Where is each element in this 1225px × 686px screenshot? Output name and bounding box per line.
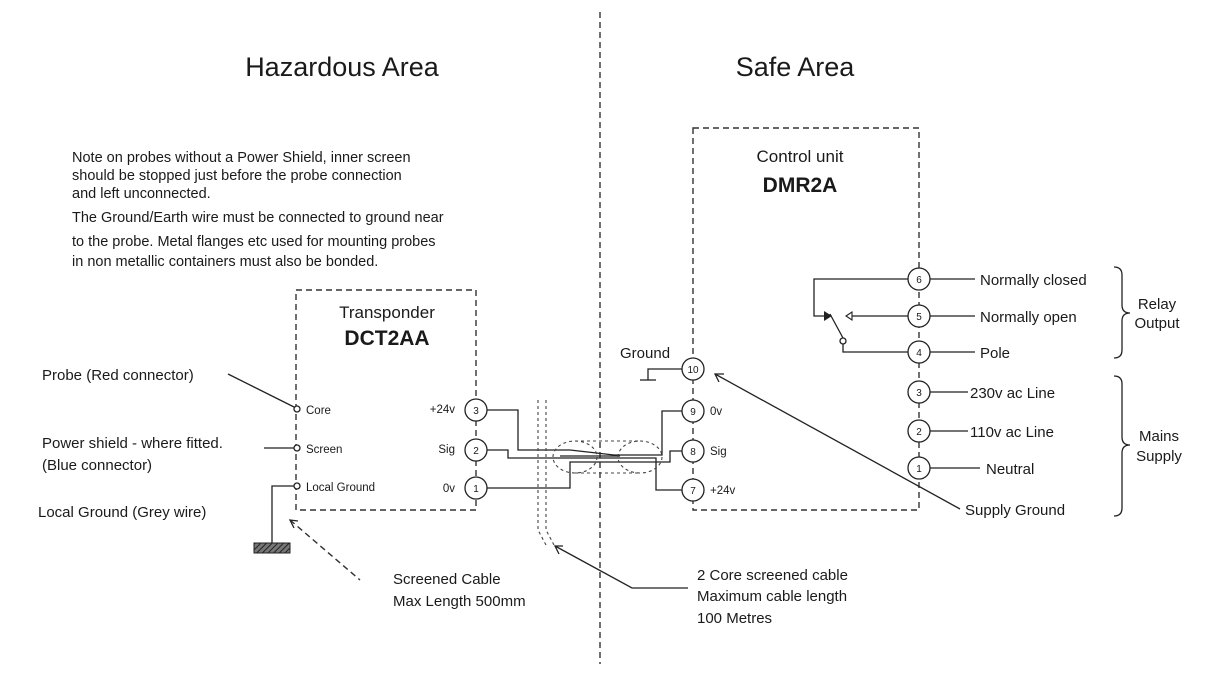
terminal-number: 6 — [916, 275, 922, 286]
ground-hatch-icon — [253, 542, 291, 554]
mains-group-label: Supply — [1136, 448, 1182, 465]
terminal-label: Pole — [980, 345, 1010, 362]
note-line: to the probe. Metal flanges etc used for… — [72, 234, 436, 250]
transponder-unit: Transponder DCT2AA Core Screen Local Gro… — [293, 289, 488, 511]
relay-bracket — [1113, 266, 1131, 359]
terminal-number: 3 — [916, 388, 922, 399]
screen-connection-point — [293, 444, 301, 452]
terminal-label: 0v — [443, 483, 455, 495]
control-unit: Control unit DMR2A Ground 10 9 0v 8 Sig … — [620, 127, 1087, 511]
screen-drain-left — [537, 400, 547, 546]
terminal-label: +24v — [710, 485, 736, 497]
terminal-5-group: 5 Normally open — [907, 304, 1077, 328]
supply-ground-arrowhead — [713, 373, 724, 383]
note-line: should be stopped just before the probe … — [72, 168, 402, 184]
terminal-2-group: 2 110v ac Line — [907, 419, 1054, 443]
terminal-label: 0v — [710, 406, 722, 418]
note-line: The Ground/Earth wire must be connected … — [72, 210, 444, 226]
local-ground-label: Local Ground (Grey wire) — [38, 504, 206, 521]
mains-bracket — [1113, 375, 1131, 517]
two-core-leader — [554, 545, 688, 589]
terminal-label: Sig — [710, 446, 727, 458]
terminal-number: 2 — [916, 427, 922, 438]
ground-terminal-wire — [647, 368, 682, 380]
wire-sig — [487, 449, 682, 491]
screened-cable-label: Screened Cable — [393, 571, 501, 588]
relay-switch-icon — [813, 278, 908, 353]
screened-cable-arrowhead — [288, 519, 299, 529]
terminal-number: 8 — [690, 447, 696, 458]
note-line: and left unconnected. — [72, 186, 211, 202]
terminal-label: +24v — [430, 404, 456, 416]
local-ground-wire — [271, 485, 294, 543]
power-shield-label: Power shield - where fitted. — [42, 435, 223, 452]
control-unit-model: DMR2A — [763, 174, 838, 197]
wire-24v-to-0v — [487, 409, 682, 456]
terminal-number: 7 — [690, 486, 696, 497]
screen-drain-right — [545, 400, 555, 546]
relay-nc-contact-icon — [824, 311, 832, 321]
two-core-cable-length: 100 Metres — [697, 610, 772, 627]
terminal-number: 10 — [687, 365, 699, 376]
safe-area-title: Safe Area — [736, 52, 856, 82]
screened-cable-leader — [289, 519, 361, 581]
terminal-number: 4 — [916, 348, 922, 359]
probe-label: Probe (Red connector) — [42, 367, 194, 384]
terminal-label: Normally closed — [980, 272, 1087, 289]
two-core-cable — [487, 400, 682, 546]
relay-group-label: Output — [1134, 315, 1180, 332]
control-unit-title: Control unit — [757, 147, 844, 166]
terminal-number: 1 — [916, 464, 922, 475]
transponder-title: Transponder — [339, 303, 435, 322]
core-input-label: Core — [306, 405, 331, 417]
hazardous-area-title: Hazardous Area — [245, 52, 440, 82]
note-line: in non metallic containers must also be … — [72, 254, 378, 270]
control-unit-box — [692, 127, 920, 511]
two-core-arrowhead — [553, 545, 563, 555]
local-ground-connection-point — [293, 482, 301, 490]
terminal-6-group: 6 Normally closed — [907, 267, 1087, 291]
screen-input-label: Screen — [306, 444, 342, 456]
installation-note: Note on probes without a Power Shield, i… — [72, 150, 444, 270]
relay-pole-wire — [842, 344, 908, 353]
relay-pole-pivot — [839, 337, 847, 345]
terminal-label: 230v ac Line — [970, 385, 1055, 402]
terminal-number: 5 — [916, 312, 922, 323]
cable-screen-ring — [552, 440, 598, 474]
terminal-number: 3 — [473, 406, 479, 417]
two-core-cable-label: 2 Core screened cable — [697, 567, 848, 584]
terminal-label: 110v ac Line — [970, 424, 1054, 441]
terminal-number: 2 — [473, 446, 479, 457]
local-ground-input-label: Local Ground — [306, 482, 375, 494]
mains-group-label: Mains — [1139, 428, 1179, 445]
cable-screen-ring — [617, 440, 663, 474]
terminal-label: Sig — [438, 444, 455, 456]
power-shield-sublabel: (Blue connector) — [42, 457, 152, 474]
relay-group-label: Relay — [1138, 296, 1177, 313]
terminal-1-group: 1 Neutral — [907, 456, 1034, 480]
relay-pole-arm — [829, 313, 844, 339]
transponder-box — [295, 289, 477, 511]
probe-leader — [227, 373, 295, 408]
note-line: Note on probes without a Power Shield, i… — [72, 150, 411, 166]
transponder-model: DCT2AA — [344, 327, 429, 350]
terminal-4-group: 4 Pole — [907, 340, 1010, 364]
terminal-label: Neutral — [986, 461, 1034, 478]
relay-no-contact-icon — [845, 310, 853, 322]
relay-nc-wire — [813, 278, 908, 317]
two-core-cable-length-label: Maximum cable length — [697, 588, 847, 605]
wire-0v — [487, 450, 682, 489]
terminal-number: 9 — [690, 407, 696, 418]
supply-ground-leader — [714, 373, 961, 510]
supply-ground-label: Supply Ground — [965, 502, 1065, 519]
terminal-label: Normally open — [980, 309, 1077, 326]
terminal-number: 1 — [473, 484, 479, 495]
core-connection-point — [293, 405, 301, 413]
terminal-3-group: 3 230v ac Line — [907, 380, 1055, 404]
ground-terminal-label: Ground — [620, 345, 670, 362]
screened-cable-length: Max Length 500mm — [393, 593, 526, 610]
